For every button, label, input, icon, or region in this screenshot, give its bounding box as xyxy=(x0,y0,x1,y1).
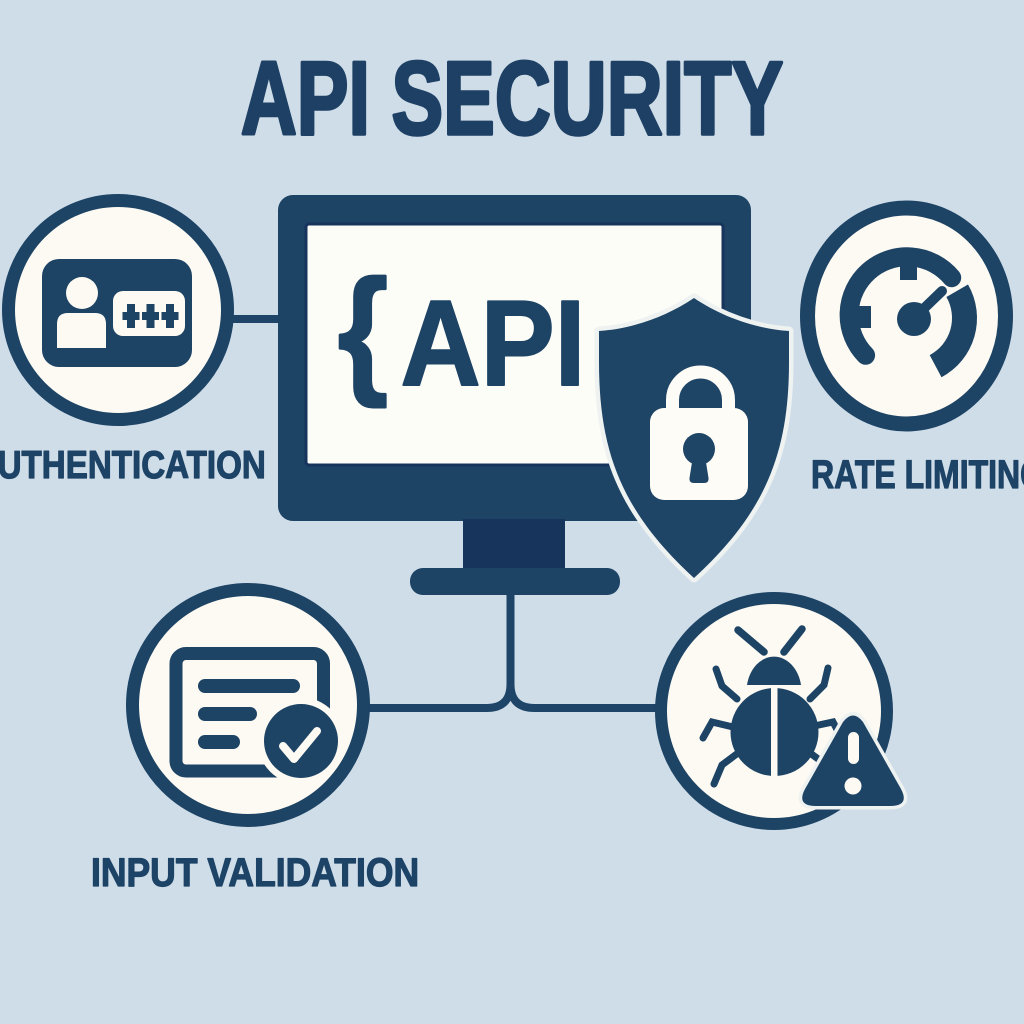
svg-text:{: { xyxy=(338,250,388,408)
svg-text:INPUT VALIDATION: INPUT VALIDATION xyxy=(91,851,419,895)
svg-text:AUTHENTICATION: AUTHENTICATION xyxy=(0,442,266,486)
svg-text:RATE LIMITING: RATE LIMITING xyxy=(811,452,1024,497)
svg-text:API: API xyxy=(400,274,585,411)
svg-text:API SECURITY: API SECURITY xyxy=(241,41,783,157)
